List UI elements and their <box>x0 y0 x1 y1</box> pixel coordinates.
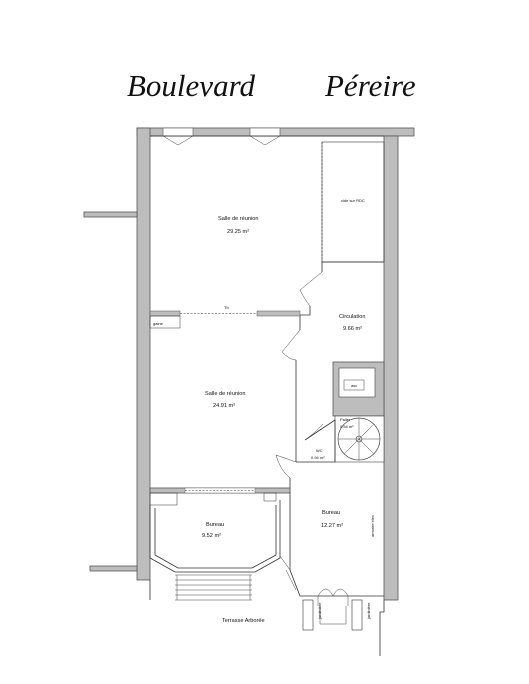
street-name-pereire: Péreire <box>324 68 416 103</box>
room-salle-reunion-2-name: Salle de réunion <box>205 391 245 397</box>
room-bureau-1-name: Bureau <box>206 522 224 528</box>
room-salle-reunion-1-name: Salle de réunion <box>218 216 258 222</box>
room-circulation-name: Circulation <box>339 314 365 320</box>
planter-left <box>302 599 314 631</box>
room-bureau-2-name: Bureau <box>322 510 340 516</box>
spiral-staircase <box>334 415 385 463</box>
door-swing-bureau-2 <box>275 454 297 479</box>
room-circulation-area: 9.66 m² <box>343 326 362 332</box>
right-wall <box>383 135 399 601</box>
room-wc-name: WC <box>316 448 323 453</box>
bureau-1-bay-walls <box>149 500 281 573</box>
window-top-right <box>249 127 281 137</box>
street-name-boulevard: Boulevard <box>127 68 255 103</box>
room-wc-area: 0.94 m² <box>311 455 325 460</box>
window-opening-arcs <box>162 135 281 146</box>
room-salle-reunion-2-area: 24.91 m² <box>213 403 235 409</box>
left-wall-stub-top <box>83 211 138 218</box>
terrace-label: Terrasse Arborée <box>222 618 265 624</box>
terrace-steps <box>175 574 252 601</box>
room-bureau-2-area: 12.27 m² <box>321 523 343 529</box>
gaine-label: gaine <box>153 321 164 326</box>
door-swing-circulation <box>299 271 323 307</box>
planter-right-label: jardinière <box>366 602 371 620</box>
room-bureau-1-area: 9.52 m² <box>202 533 221 539</box>
room-palier-area: 0.54 m² <box>340 424 354 429</box>
left-wall <box>136 127 151 581</box>
window-top-left <box>162 127 194 137</box>
room-salle-reunion-1-area: 29.25 m² <box>227 229 249 235</box>
french-doors <box>317 588 349 606</box>
armoire-label: armoire élec <box>370 515 375 537</box>
bureau-2-walls <box>289 492 384 597</box>
room-palier-name: Palier <box>340 417 351 422</box>
elevator-label: asc <box>351 383 357 388</box>
left-wall-stub-bottom <box>89 565 138 572</box>
void-label: vide sur RDC <box>341 198 365 203</box>
wc-walls <box>296 419 336 463</box>
terrace-boundary <box>149 580 385 656</box>
planter-left-label: jardinière <box>317 602 322 620</box>
tb-label: Tb <box>224 305 229 310</box>
planter-right <box>351 599 363 631</box>
